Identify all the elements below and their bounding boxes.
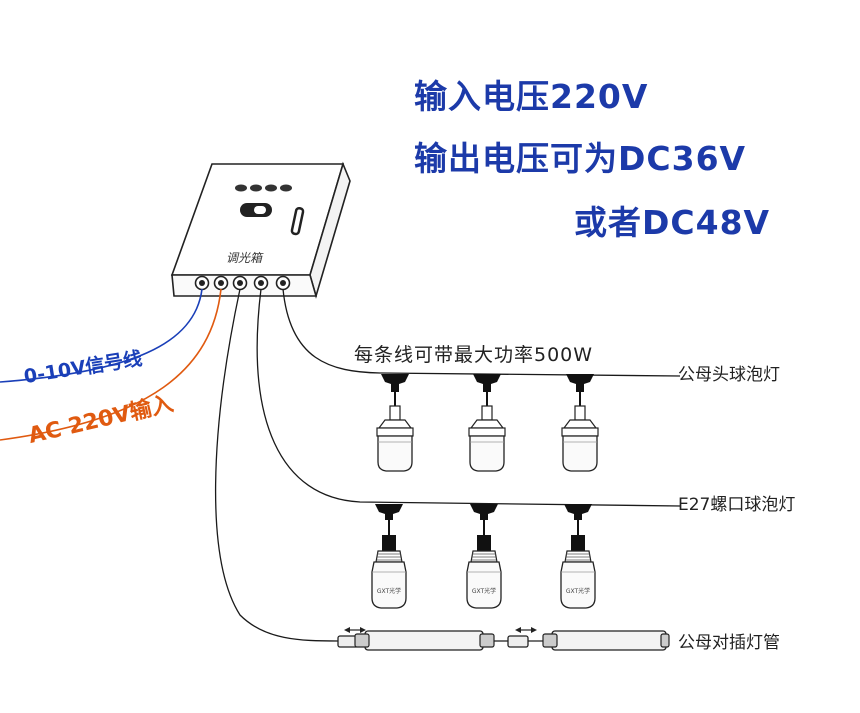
bulb-row-1 [376,374,599,472]
indicator-lights [235,184,292,192]
e27-bulb-1: GXT光学 [371,504,407,609]
tube-1 [364,630,484,651]
headline-input-voltage: 输入电压220V [414,77,649,116]
e27-bulb-2: GXT光学 [466,504,502,609]
ac-wire [0,288,222,441]
e27-bulb-3: GXT光学 [560,504,596,609]
connector-arrows-1 [344,627,366,633]
bulb-brand-text: GXT光学 [472,587,496,595]
bulb-brand-text: GXT光学 [377,587,401,595]
box-label: 调光箱 [226,251,264,265]
plug-bulb-2 [468,374,506,472]
plug-bulb-3 [561,374,599,472]
line2-label: E27螺口球泡灯 [678,495,796,515]
line3-label: 公母对插灯管 [678,633,780,653]
tube-2 [551,630,667,651]
wire-line3 [214,288,339,642]
output-ports [194,275,291,291]
line1-label: 公母头球泡灯 [678,365,780,385]
headline-output-voltage: 输出电压可为DC36V [414,139,747,178]
wire-line1 [282,288,681,377]
plug-bulb-1 [376,374,414,472]
box-handle [290,206,305,236]
tube-row [337,627,670,651]
power-note: 每条线可带最大功率500W [354,344,594,366]
bulb-brand-text: GXT光学 [566,587,590,595]
signal-wire [0,288,203,383]
wire-line2 [256,288,681,507]
dimmer-box: 调光箱 [170,161,351,299]
connector-arrows-2 [515,627,537,633]
headline-or-voltage: 或者DC48V [574,203,771,242]
bulb-row-2: GXT光学 GXT光学 GXT光学 [371,504,596,609]
